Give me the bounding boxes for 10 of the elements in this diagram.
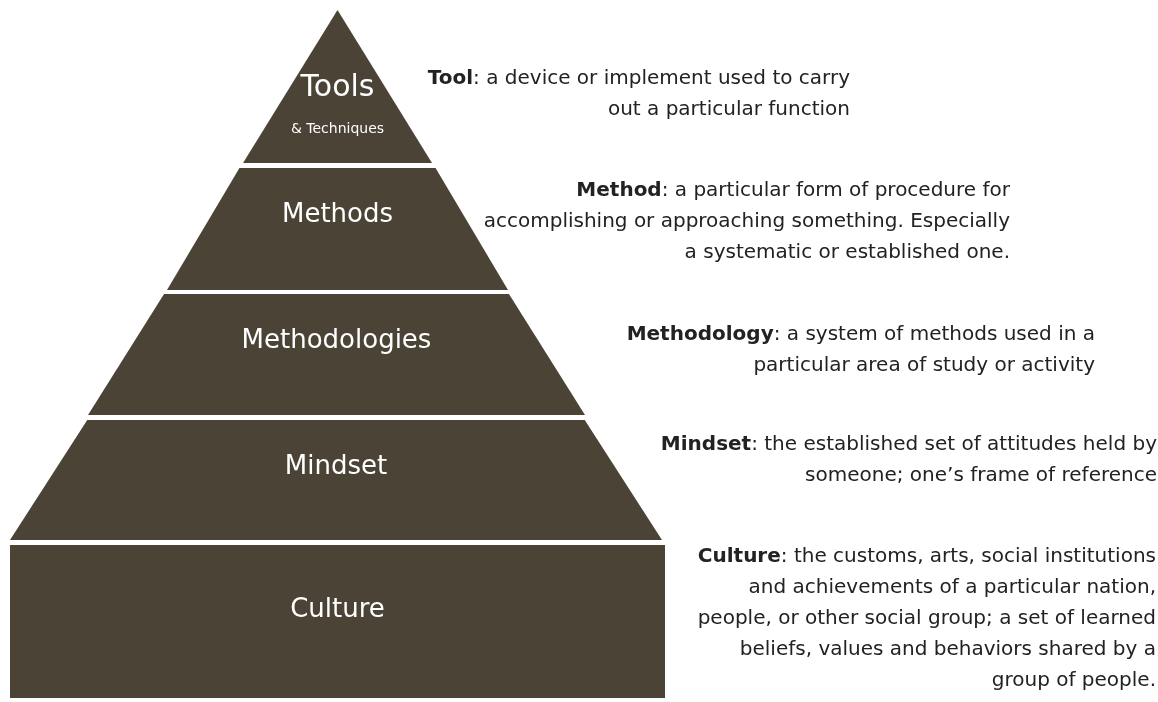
- tier-label: Culture: [289, 593, 386, 624]
- tier-sublabel: & Techniques: [289, 119, 386, 136]
- definition-text: Culture: the customs, arts, social institutions and achievements of a particular nation, people, or other social group; a set of learned beliefs, values and behaviors shared by a group of people.: [696, 542, 1156, 693]
- tier-label: Tools: [299, 68, 376, 103]
- definition-text: Tool: a device or implement used to carry out a particular function: [426, 64, 850, 122]
- definition-text: Methodology: a system of methods used in a particular area of study or activity: [625, 320, 1095, 378]
- tier-label: Methodologies: [240, 324, 433, 355]
- definition-text: Mindset: the established set of attitudes held by someone; one’s frame of reference: [659, 430, 1157, 488]
- tier-label: Mindset: [283, 450, 389, 481]
- definition-text: Method: a particular form of procedure for accomplishing or approaching something. Especially a systematic or established one.: [482, 176, 1010, 265]
